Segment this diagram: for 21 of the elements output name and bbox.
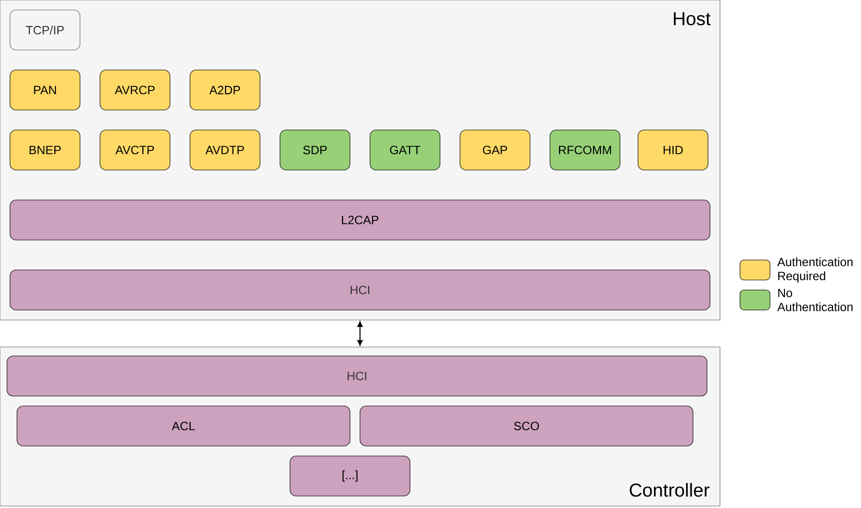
layer-bar: HCI [10, 270, 710, 310]
protocol-box: GATT [370, 130, 440, 170]
protocol-box: RFCOMM [550, 130, 620, 170]
layer-bar: [...] [290, 456, 410, 496]
layer-bar: SCO [360, 406, 694, 446]
protocol-box: GAP [460, 130, 530, 170]
protocol-box: A2DP [190, 70, 260, 110]
layer-bar: L2CAP [10, 200, 710, 240]
protocol-box: PAN [10, 70, 80, 110]
protocol-box: AVDTP [190, 130, 260, 170]
protocol-box: HID [638, 130, 708, 170]
layer-bar: HCI [6, 356, 708, 396]
legend-label: Authentication Required [777, 257, 853, 283]
legend-label: No Authentication [777, 288, 853, 312]
protocol-box: AVRCP [100, 70, 170, 110]
arrow [357, 321, 363, 346]
layer-bar: ACL [16, 406, 350, 446]
protocol-box: AVCTP [100, 130, 170, 170]
protocol-box: TCP/IP [10, 10, 80, 50]
protocol-box: BNEP [10, 130, 80, 170]
protocol-box: SDP [280, 130, 350, 170]
